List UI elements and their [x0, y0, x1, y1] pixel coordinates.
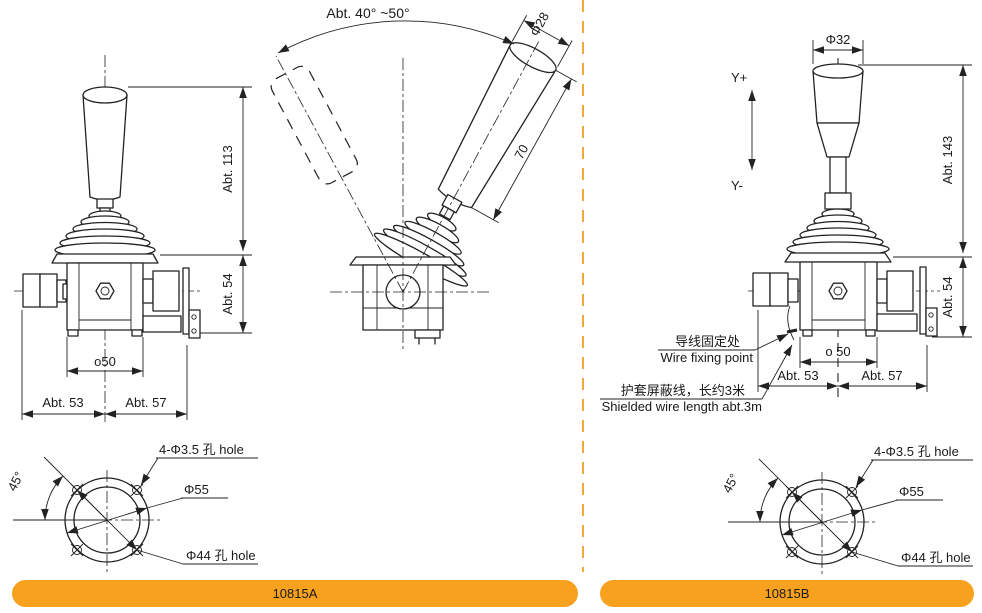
model-label-a: 10815A	[273, 586, 318, 601]
model-label-b: 10815B	[765, 586, 810, 601]
dim-abt-57-a: Abt. 57	[125, 395, 166, 410]
dim-abt-143: Abt. 143	[940, 136, 955, 184]
dim-abt-54-a: Abt. 54	[220, 273, 235, 314]
panel-a-bottom-view: 45° 4-Φ3.5 孔 hole Φ55 Φ44 孔 hole	[4, 442, 258, 572]
panel-b-front-dimensions: Φ32 Y+ Y- Abt. 143 Abt. 54 o 50 Abt. 53 …	[600, 32, 972, 414]
dim-abt-53-a: Abt. 53	[42, 395, 83, 410]
dim-swing-angle: Abt. 40° ~50°	[326, 5, 409, 21]
dim-abt-113: Abt. 113	[220, 145, 235, 192]
label-phi44-a: Φ44 孔 hole	[186, 548, 256, 563]
dim-70: 70	[511, 142, 531, 162]
panel-b-front-view	[748, 58, 940, 400]
label-shielded-wire-zh: 护套屏蔽线，长约3米	[621, 383, 745, 398]
panel-a-tilt-view: Φ28 70 Abt. 40° ~50°	[270, 5, 577, 352]
panel-a-front-dimensions: Abt. 113 Abt. 54 o50 Abt. 53 Abt. 57	[21, 86, 252, 420]
dim-45-b: 45°	[719, 471, 741, 495]
label-holes-b: 4-Φ3.5 孔 hole	[874, 444, 959, 459]
dim-o50-b: o 50	[825, 344, 850, 359]
label-shielded-wire-en: Shielded wire length abt.3m	[602, 399, 762, 414]
model-badge-a: 10815A	[12, 580, 578, 607]
label-wire-fixing-zh: 导线固定处	[675, 334, 740, 349]
axis-y-plus: Y+	[731, 70, 747, 85]
dim-phi-32: Φ32	[826, 32, 851, 47]
label-phi55-a: Φ55	[184, 482, 209, 497]
label-phi55-b: Φ55	[899, 484, 924, 499]
panel-a-front-view	[14, 55, 201, 422]
dim-abt-54-b: Abt. 54	[940, 276, 955, 317]
label-wire-fixing-en: Wire fixing point	[661, 350, 754, 365]
panel-b-bottom-view: 45° 4-Φ3.5 孔 hole Φ55 Φ44 孔 hole	[719, 444, 973, 574]
model-badge-b: 10815B	[600, 580, 974, 607]
dim-45-a: 45°	[4, 469, 26, 493]
axis-y-minus: Y-	[731, 178, 743, 193]
dim-o50-a: o50	[94, 354, 116, 369]
label-phi44-b: Φ44 孔 hole	[901, 550, 971, 565]
dim-abt-53-b: Abt. 53	[777, 368, 818, 383]
dim-abt-57-b: Abt. 57	[861, 368, 902, 383]
label-holes-a: 4-Φ3.5 孔 hole	[159, 442, 244, 457]
